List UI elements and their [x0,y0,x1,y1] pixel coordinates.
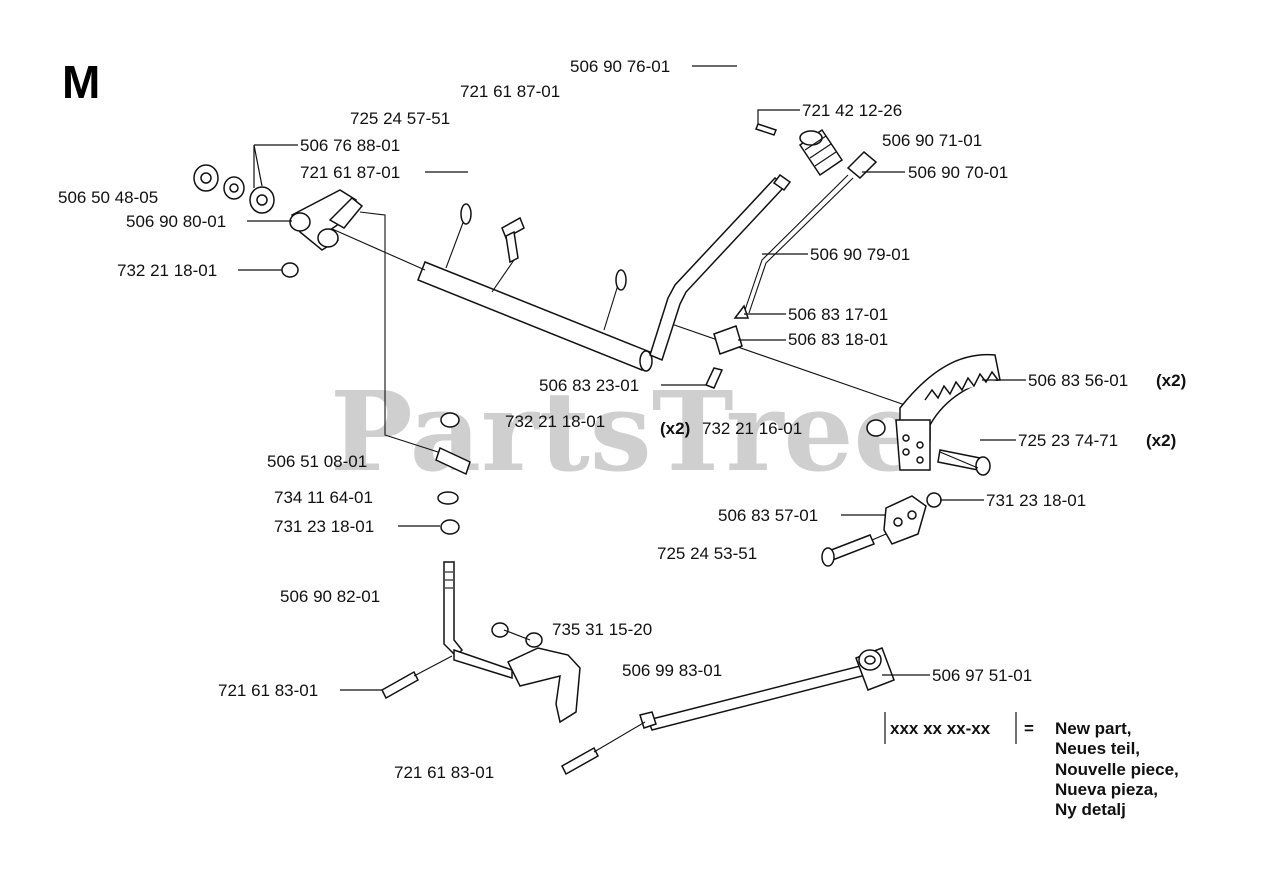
part-number-label: 725 24 57-51 [350,109,450,128]
part-number-label: 506 83 23-01 [539,376,639,395]
pivot-bracket-part [289,189,364,251]
part-number-label: 721 61 87-01 [300,163,400,182]
part-number-label: 721 61 83-01 [218,681,318,700]
part-number-label: 506 83 17-01 [788,305,888,324]
legend-equals: = [1024,719,1034,738]
part-number-label: 506 50 48-05 [58,188,158,207]
part-number-label: 731 23 18-01 [274,517,374,536]
part-number-label: 721 61 87-01 [460,82,560,101]
handle-grip-part [798,128,844,177]
leader-lines [238,65,1026,691]
quantity-label: (x2) [660,419,690,438]
watermark-text: PartsTree [330,367,924,496]
legend-line: Nouvelle piece, [1055,760,1179,779]
part-number-label: 506 76 88-01 [300,136,400,155]
parts-drawing [193,123,1001,776]
part-number-label: 506 51 08-01 [267,452,367,471]
part-number-label: 721 42 12-26 [802,101,902,120]
quantity-label: (x2) [1156,371,1186,390]
part-number-label: 731 23 18-01 [986,491,1086,510]
legend-line: New part, [1055,719,1132,738]
section-letter: M [62,56,100,108]
legend-line: Nueva pieza, [1055,780,1158,799]
legend-pattern: xxx xx xx-xx [890,719,991,738]
new-part-legend: xxx xx xx-xx = New part, Neues teil, Nou… [884,712,1179,819]
legend-line: Ny detalj [1055,800,1126,819]
part-number-label: 721 61 83-01 [394,763,494,782]
part-number-label: 506 83 18-01 [788,330,888,349]
part-number-label: 735 31 15-20 [552,620,652,639]
sector-plate-part [895,353,1001,471]
part-number-label: 506 83 56-01 [1028,371,1128,390]
part-number-label: 506 90 79-01 [810,245,910,264]
part-number-label: 506 99 83-01 [622,661,722,680]
legend-line: Neues teil, [1055,739,1140,758]
part-number-label: 732 21 18-01 [505,412,605,431]
linkage-rod-part [443,561,513,680]
part-number-label: 725 23 74-71 [1018,431,1118,450]
main-shaft-part [417,261,653,372]
part-number-label: 732 21 18-01 [117,261,217,280]
part-number-label: 732 21 16-01 [702,419,802,438]
part-number-label: 506 90 71-01 [882,131,982,150]
lever-arm-part [649,173,792,362]
part-number-label: 734 11 64-01 [274,488,373,507]
part-number-label: 506 90 82-01 [280,587,380,606]
quantity-label: (x2) [1146,431,1176,450]
part-number-label: 506 83 57-01 [718,506,818,525]
part-number-label: 506 90 76-01 [570,57,670,76]
part-labels: 506 90 76-01 721 61 87-01 725 24 57-51 5… [58,57,1186,782]
part-number-label: 506 90 70-01 [908,163,1008,182]
part-number-label: 506 90 80-01 [126,212,226,231]
part-number-label: 725 24 53-51 [657,544,757,563]
part-number-label: 506 97 51-01 [932,666,1032,685]
